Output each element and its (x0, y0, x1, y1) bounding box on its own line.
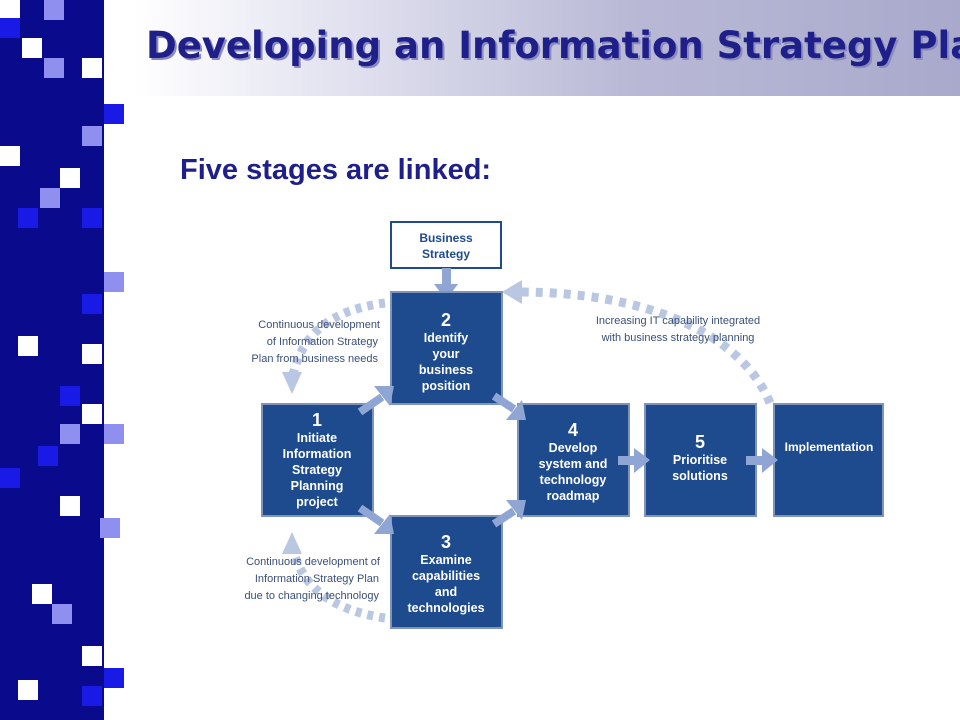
sidebar-square (104, 272, 124, 292)
stage-1-line-1: Initiate (297, 431, 337, 445)
stage-1-line-3: Strategy (292, 463, 342, 477)
sidebar-square (18, 208, 38, 228)
sidebar-square (22, 38, 42, 58)
arc-bottom-left-arrowhead (282, 532, 302, 554)
slide-title: Developing an Information Strategy Plan (146, 24, 960, 67)
arrow-5-to-implementation (746, 448, 778, 473)
business-strategy-line-2: Strategy (422, 247, 470, 261)
stage-4-line-2: system and (539, 457, 608, 471)
stage-4-line-4: roadmap (547, 489, 600, 503)
slide-subtitle: Five stages are linked: (180, 154, 492, 186)
sidebar-square (82, 208, 102, 228)
sidebar-square (40, 188, 60, 208)
sidebar-square (18, 336, 38, 356)
sidebar-square (100, 518, 120, 538)
sidebar-square (82, 58, 102, 78)
sidebar-square (44, 0, 64, 20)
stage-2-line-4: position (422, 379, 471, 393)
sidebar-square (104, 40, 124, 60)
stage-2-box (390, 291, 503, 405)
sidebar-square (38, 446, 58, 466)
stage-1-line-5: project (296, 495, 339, 509)
arrow-3-to-4 (491, 500, 526, 528)
annotation-bottom-left-line-2: Information Strategy Plan (255, 573, 379, 585)
stage-4-box (517, 403, 630, 517)
stage-2-number: 2 (441, 310, 451, 330)
sidebar-square (82, 344, 102, 364)
stage-4-line-3: technology (540, 473, 607, 487)
arrow-strategy-to-stage2 (442, 268, 451, 286)
stage-5-number: 5 (695, 432, 705, 452)
annotation-top-left-line-2: of Information Strategy (267, 336, 379, 348)
sidebar-square (82, 404, 102, 424)
stage-1-line-4: Planning (291, 479, 344, 493)
sidebar-square (104, 668, 124, 688)
arrow-1-to-3 (357, 504, 394, 534)
annotation-top-left-line-3: Plan from business needs (251, 353, 378, 365)
sidebar-square (82, 686, 102, 706)
stage-3-number: 3 (441, 532, 451, 552)
stage-4-number: 4 (568, 420, 578, 440)
sidebar-square (82, 126, 102, 146)
sidebar-square (104, 424, 124, 444)
arc-bottom-left (287, 544, 386, 623)
sidebar-square (82, 646, 102, 666)
arc-top-left (287, 298, 386, 381)
sidebar-square (60, 496, 80, 516)
decorative-sidebar (0, 0, 134, 720)
title-band (134, 0, 960, 96)
stage-3-line-3: and (435, 585, 457, 599)
sidebar-square (82, 294, 102, 314)
arrow-2-to-4 (491, 392, 526, 420)
strategy-plan-diagram: Business Strategy 1 Initiate Information… (244, 221, 884, 629)
annotation-top-left-line-1: Continuous development (258, 319, 380, 331)
sidebar-square (0, 468, 20, 488)
stage-3-line-4: technologies (407, 601, 484, 615)
arrow-1-to-2 (357, 386, 394, 416)
sidebar-square (0, 146, 20, 166)
stage-3-line-1: Examine (420, 553, 471, 567)
stage-2-line-3: business (419, 363, 473, 377)
stage-1-line-2: Information (283, 447, 352, 461)
business-strategy-line-1: Business (419, 231, 473, 245)
stage-1-box (261, 403, 374, 517)
sidebar-square (60, 386, 80, 406)
sidebar-square (18, 680, 38, 700)
business-strategy-box (390, 221, 502, 269)
sidebar-square (0, 18, 20, 38)
stage-3-line-2: capabilities (412, 569, 480, 583)
annotation-top-right-line-2: with business strategy planning (601, 332, 755, 344)
stage-2-line-1: Identify (424, 331, 468, 345)
sidebar-square (104, 104, 124, 124)
stage-5-box (644, 403, 757, 517)
annotation-top-right-line-1: Increasing IT capability integrated (596, 315, 760, 327)
stage-5-line-1: Prioritise (673, 453, 727, 467)
stage-5-line-2: solutions (672, 469, 728, 483)
annotation-bottom-left-line-1: Continuous development of (246, 556, 381, 568)
implementation-box (773, 403, 884, 517)
sidebar-square (44, 58, 64, 78)
sidebar-square (60, 424, 80, 444)
arrow-4-to-5 (618, 448, 650, 473)
sidebar-square (0, 0, 20, 20)
sidebar-square (52, 604, 72, 624)
stage-4-line-1: Develop (549, 441, 598, 455)
annotation-bottom-left-line-3: due to changing technology (244, 590, 379, 602)
stage-3-box (390, 515, 503, 629)
sidebar-square (60, 168, 80, 188)
stage-1-number: 1 (312, 410, 322, 430)
arc-top-left-arrowhead (282, 372, 302, 394)
stage-2-line-2: your (432, 347, 459, 361)
sidebar-square (32, 584, 52, 604)
arc-top-right-arrowhead (502, 280, 522, 304)
implementation-label: Implementation (785, 440, 874, 454)
arc-top-right (519, 287, 775, 405)
